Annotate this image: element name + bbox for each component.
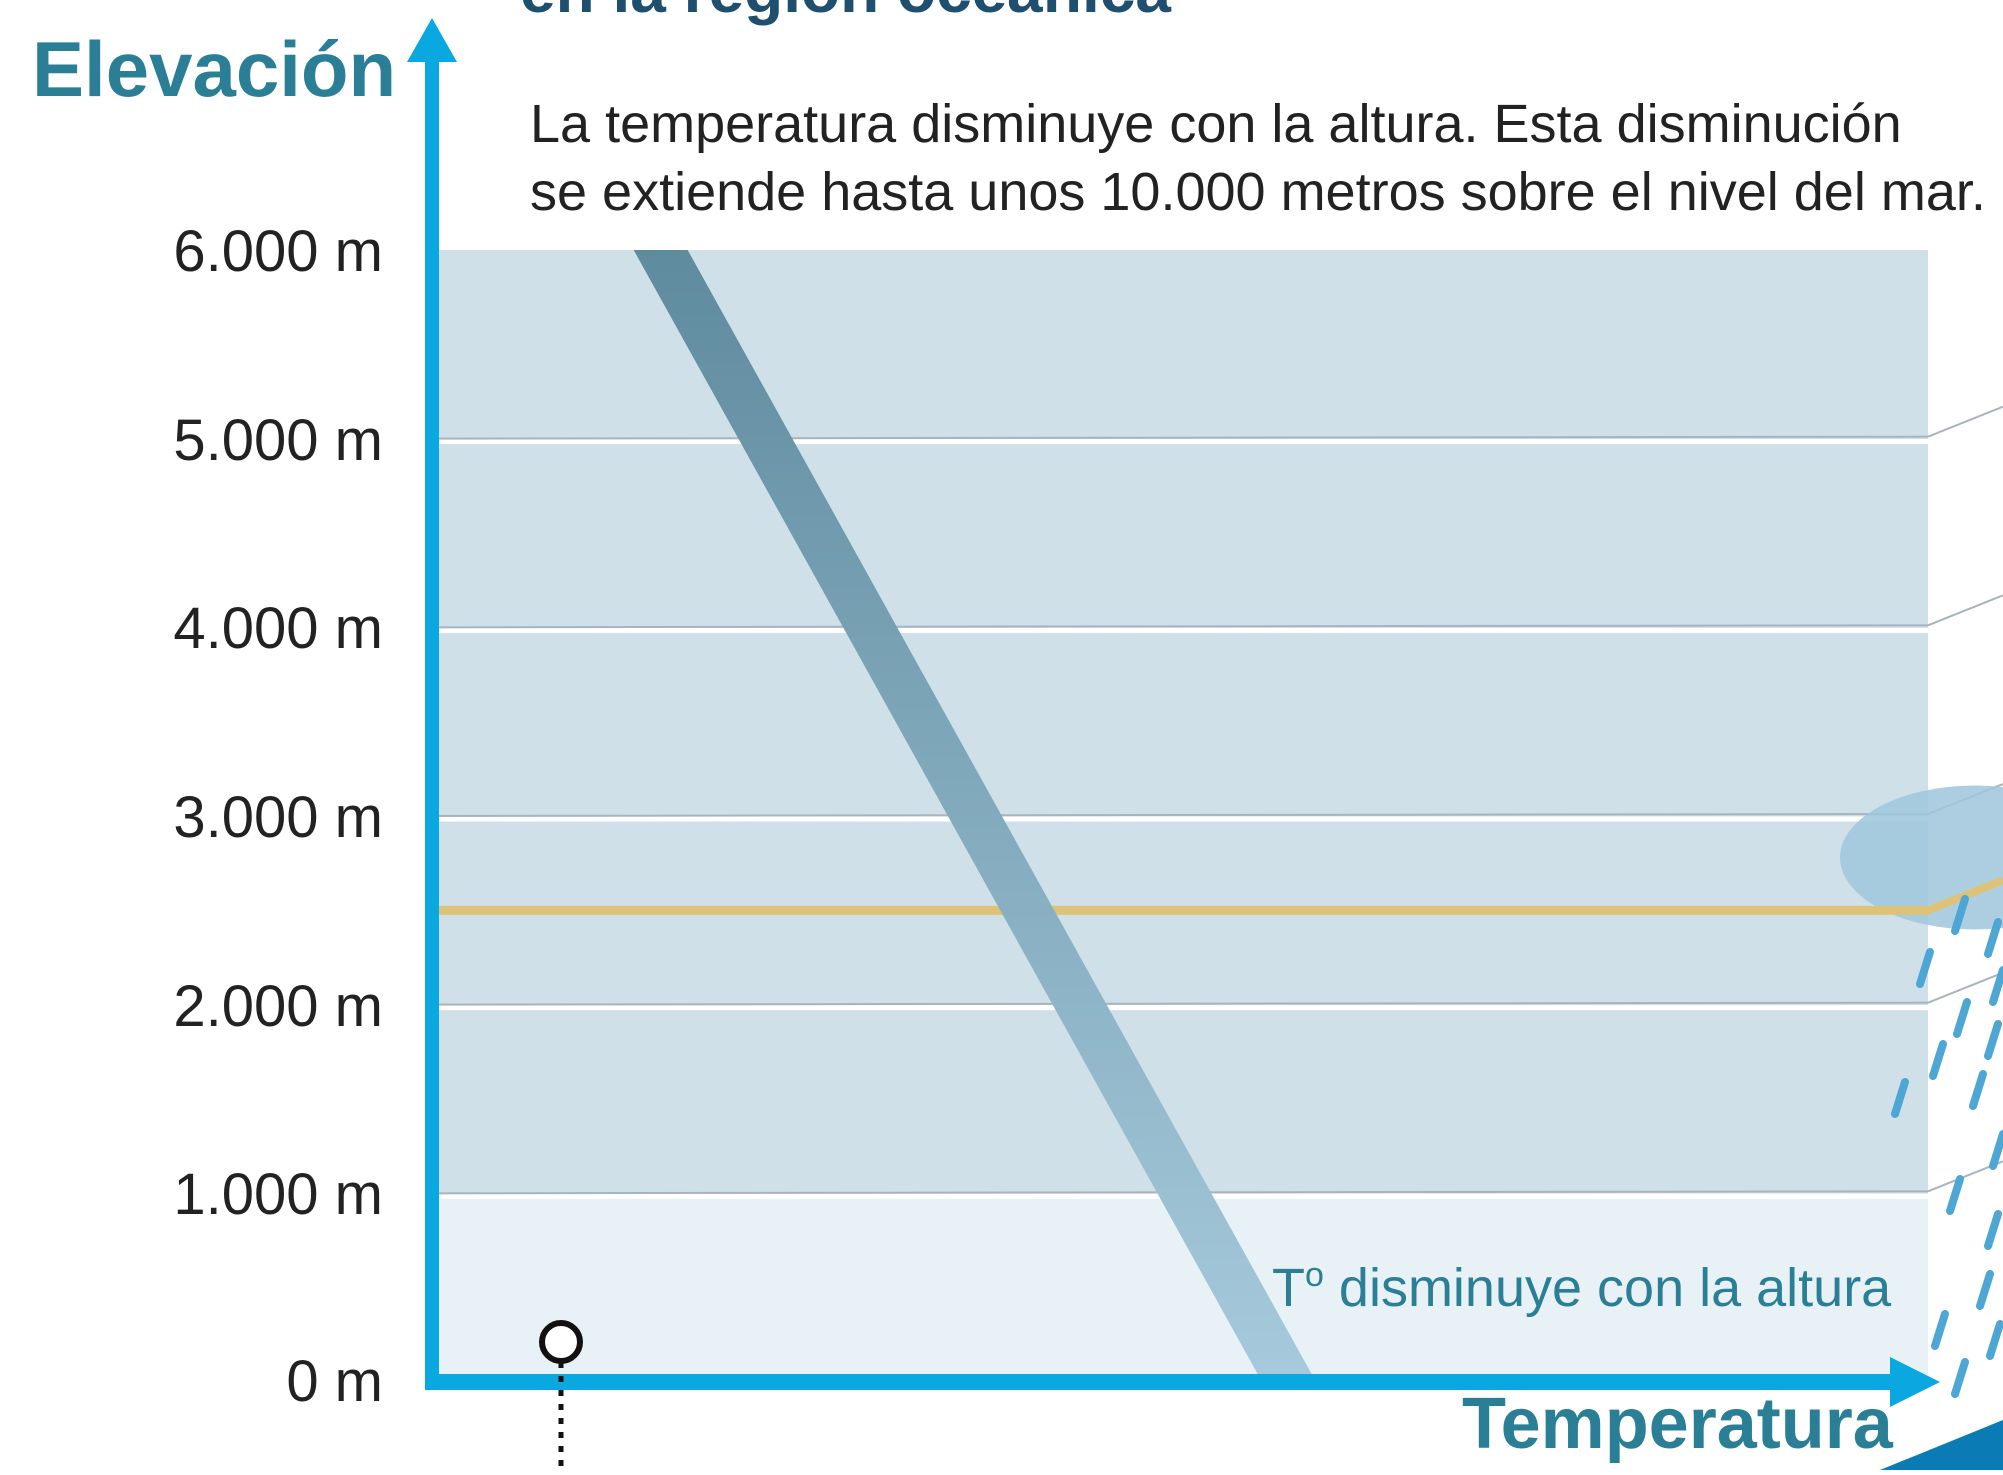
annotation-superscript: o — [1305, 1256, 1324, 1294]
y-tick-label: 6.000 m — [173, 219, 383, 284]
chart-description: La temperatura disminuye con la altura. … — [530, 90, 1986, 226]
rain-drop — [1986, 1320, 2003, 1360]
rain-drop — [1891, 1078, 1909, 1118]
rain-drop — [1984, 918, 2002, 958]
y-tick-label: 1.000 m — [173, 1162, 383, 1228]
upper-band — [437, 250, 1928, 1194]
y-tick-label: 5.000 m — [173, 407, 383, 473]
gridline — [426, 624, 1929, 629]
y-axis-label: Elevación — [32, 25, 397, 113]
y-tick-label: 3.000 m — [173, 785, 383, 850]
gridline-connector — [1927, 971, 2003, 1004]
y-tick-label: 2.000 m — [173, 973, 383, 1039]
rain-drop — [1946, 1175, 1964, 1215]
rain-drop — [1931, 1310, 1949, 1350]
gridline — [426, 1001, 1929, 1006]
sea-shape — [1880, 1420, 2003, 1470]
rain-drop — [1929, 1040, 1947, 1080]
rain-drop — [1951, 895, 1969, 935]
weather-station-marker — [539, 1320, 583, 1470]
rain-drop — [1953, 998, 1971, 1038]
temperature-profile-band — [633, 250, 1314, 1378]
y-tick-label: 0 m — [286, 1349, 383, 1414]
x-axis-arrowhead — [1890, 1357, 1940, 1407]
description-line-1: La temperatura disminuye con la altura. … — [530, 94, 1902, 154]
y-tick-label: 4.000 m — [173, 596, 383, 662]
annotation-prefix: T — [1272, 1258, 1305, 1318]
gridline — [426, 435, 1929, 440]
y-axis-arrowhead — [407, 18, 457, 62]
description-line-2: se extiende hasta unos 10.000 metros sob… — [530, 162, 1986, 222]
rain-drop — [1984, 1020, 2002, 1060]
rain-drop — [1951, 1358, 1969, 1398]
rain-drop — [1984, 1210, 2002, 1250]
station-circle — [539, 1320, 583, 1364]
rain-drop — [1916, 948, 1934, 988]
gridline-connector — [1927, 405, 2003, 438]
rain-drop — [1989, 1130, 2003, 1170]
temperature-annotation: To disminuye con la altura — [1272, 1258, 1891, 1315]
gridline — [426, 813, 1929, 817]
annotation-text: disminuye con la altura — [1323, 1258, 1892, 1318]
chart-title: en la región oceánica — [520, 0, 1171, 22]
gridline-connector — [1927, 594, 2003, 627]
rain-drop — [1976, 1270, 1994, 1310]
rain-drop — [1989, 966, 2003, 1006]
x-axis-label: Temperatura — [1462, 1384, 1893, 1464]
rain-drop — [1969, 1070, 1987, 1110]
